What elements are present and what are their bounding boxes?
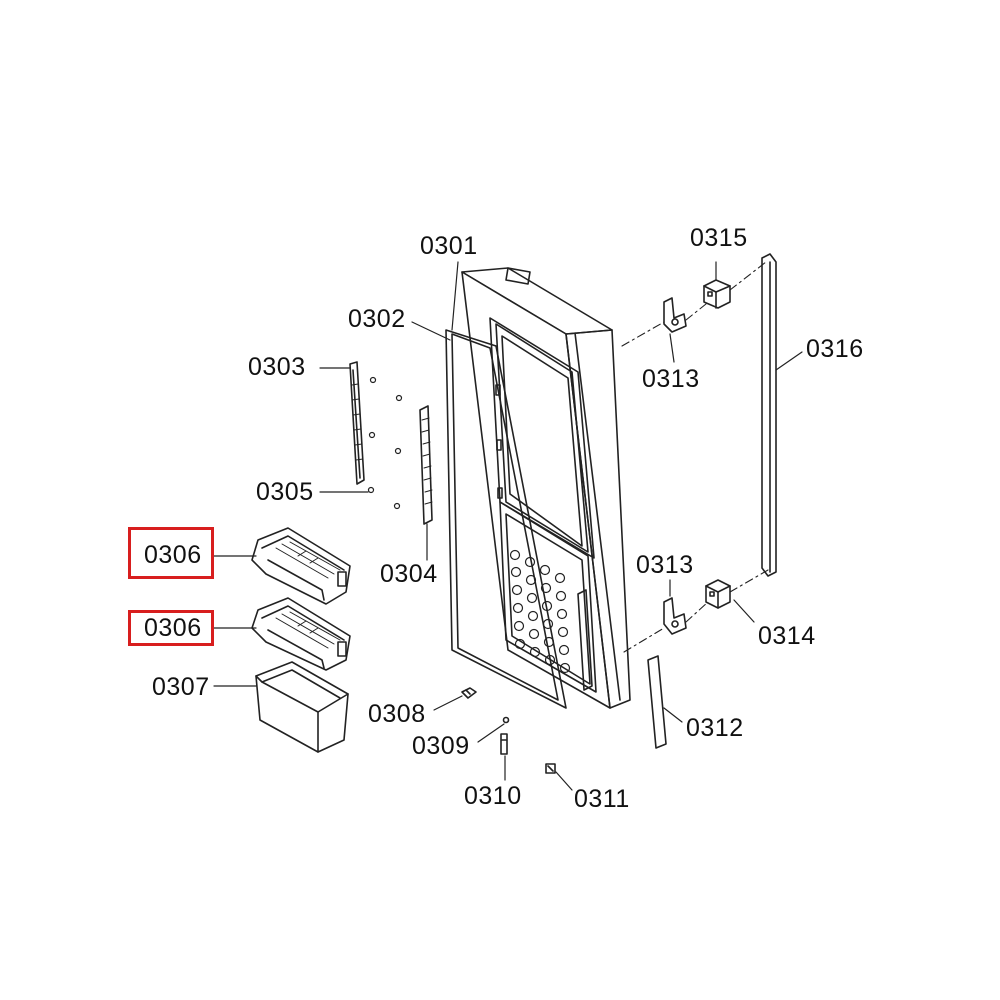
rail-0303-drawing (349, 361, 365, 485)
part-0311-drawing (545, 763, 556, 774)
label-0309: 0309 (412, 732, 470, 760)
label-0312: 0312 (686, 714, 744, 742)
screws-drawing (367, 376, 403, 510)
label-0316: 0316 (806, 335, 864, 363)
label-0310: 0310 (464, 782, 522, 810)
label-0313-lower: 0313 (636, 551, 694, 579)
label-0304: 0304 (380, 560, 438, 588)
label-0306-upper: 0306 (144, 541, 202, 569)
door-bin-drawing (255, 661, 349, 753)
clip-0308-drawing (461, 687, 477, 699)
door-shelf-lower-drawing (251, 597, 351, 671)
block-0314-drawing (705, 579, 731, 609)
pin-0310-drawing (500, 733, 508, 755)
label-0314: 0314 (758, 622, 816, 650)
bar-0316-drawing (761, 253, 777, 577)
label-0313-upper: 0313 (642, 365, 700, 393)
door-body-drawing (461, 267, 631, 709)
label-0303: 0303 (248, 353, 306, 381)
alignment-lines (621, 261, 769, 653)
label-0307: 0307 (152, 673, 210, 701)
label-0306-lower: 0306 (144, 614, 202, 642)
label-0302: 0302 (348, 305, 406, 333)
label-0315: 0315 (690, 224, 748, 252)
seal-strip-0312-drawing (647, 655, 667, 749)
block-0315-drawing (703, 279, 731, 309)
label-0308: 0308 (368, 700, 426, 728)
highlight-box-0306-upper (128, 527, 214, 579)
screw-0309-drawing (502, 716, 510, 724)
highlight-box-0306-lower (128, 610, 214, 646)
door-shelf-upper-drawing (251, 527, 351, 605)
label-0301: 0301 (420, 232, 478, 260)
hinge-lower-drawing (663, 597, 687, 635)
leader-lines (211, 261, 803, 791)
door-gasket-drawing (445, 329, 567, 709)
rail-0304-drawing (419, 405, 433, 525)
hinge-upper-drawing (663, 297, 687, 333)
label-0305: 0305 (256, 478, 314, 506)
label-0311: 0311 (574, 785, 630, 813)
